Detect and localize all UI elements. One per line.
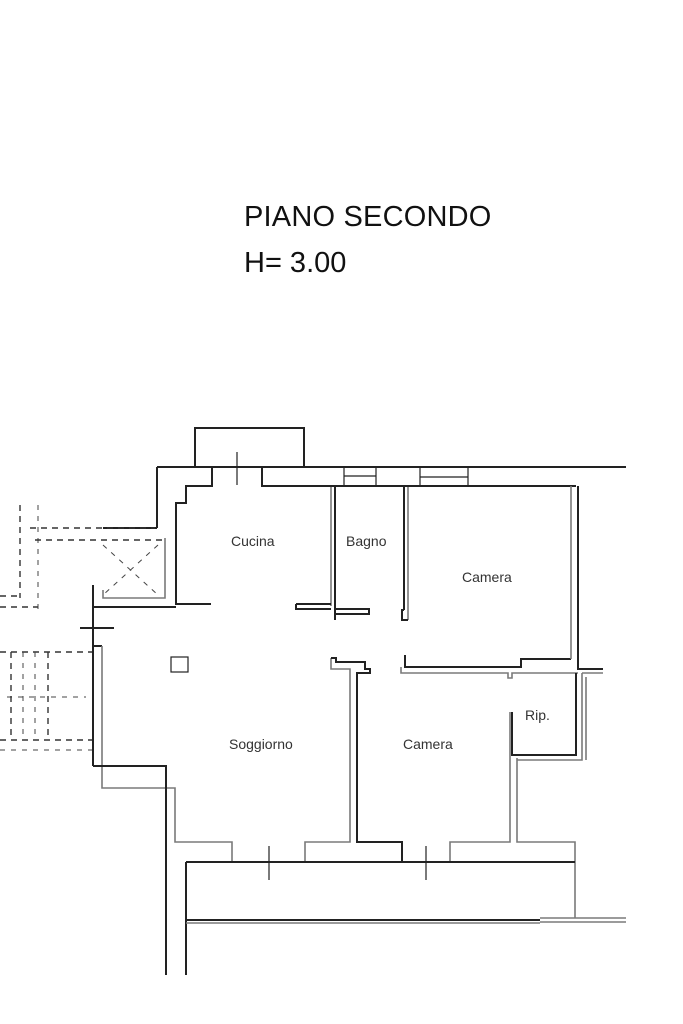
room-label-camera-1: Camera: [462, 569, 512, 585]
room-label-cucina: Cucina: [231, 533, 275, 549]
room-label-ripostiglio: Rip.: [525, 707, 550, 723]
partition-soggiorno-camera: [304, 657, 403, 862]
exterior-wall-top: [156, 466, 626, 605]
partition-camera-rip: [449, 672, 603, 918]
room-label-camera-2: Camera: [403, 736, 453, 752]
external-stairs-dashed: [0, 505, 165, 751]
partition-bagno-camera: [401, 487, 409, 621]
ceiling-height-label: H= 3.00: [244, 247, 347, 279]
room-label-bagno: Bagno: [346, 533, 387, 549]
room-label-soggiorno: Soggiorno: [229, 736, 293, 752]
exterior-wall-left: [80, 607, 233, 975]
partition-cucina-bagno: [295, 487, 370, 620]
top-balcony: [194, 427, 305, 485]
camera-bedroom-1-walls: [400, 486, 603, 679]
floor-title: PIANO SECONDO: [244, 201, 492, 233]
front-balcony: [185, 846, 626, 975]
